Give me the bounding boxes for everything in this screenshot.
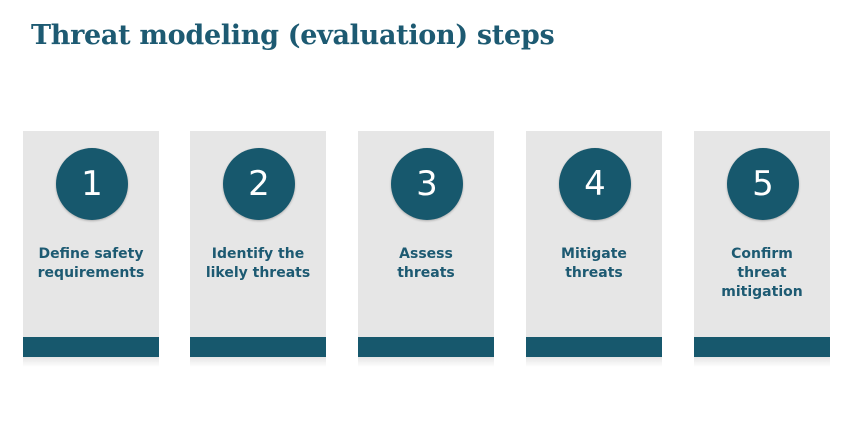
step-label: Identify the likely threats [205, 246, 311, 281]
step-card-body: 1 Define safety requirements [23, 131, 159, 339]
step-card-4: 4 Mitigate threats [526, 131, 662, 367]
step-label: Assess threats [397, 246, 455, 281]
step-label: Mitigate threats [561, 246, 627, 281]
step-label: Define safety requirements [37, 246, 145, 281]
step-number-badge: 5 [727, 148, 799, 220]
step-card-shadow [526, 357, 662, 367]
step-card-body: 3 Assess threats [358, 131, 494, 339]
step-card-body: 5 Confirm threat mitigation [694, 131, 830, 339]
step-card-accent-bar [190, 337, 326, 357]
step-card-accent-bar [694, 337, 830, 357]
slide-title: Threat modeling (evaluation) steps [31, 20, 555, 51]
step-number-badge: 4 [559, 148, 631, 220]
step-card-accent-bar [526, 337, 662, 357]
step-card-3: 3 Assess threats [358, 131, 494, 367]
step-card-body: 2 Identify the likely threats [190, 131, 326, 339]
step-card-5: 5 Confirm threat mitigation [694, 131, 830, 367]
step-card-shadow [190, 357, 326, 367]
step-number-badge: 2 [223, 148, 295, 220]
step-card-shadow [358, 357, 494, 367]
step-card-accent-bar [358, 337, 494, 357]
step-card-1: 1 Define safety requirements [23, 131, 159, 367]
step-card-shadow [23, 357, 159, 367]
step-card-shadow [694, 357, 830, 367]
step-card-body: 4 Mitigate threats [526, 131, 662, 339]
step-number-badge: 3 [391, 148, 463, 220]
step-card-2: 2 Identify the likely threats [190, 131, 326, 367]
step-label: Confirm threat mitigation [721, 246, 803, 300]
step-number-badge: 1 [56, 148, 128, 220]
step-card-accent-bar [23, 337, 159, 357]
